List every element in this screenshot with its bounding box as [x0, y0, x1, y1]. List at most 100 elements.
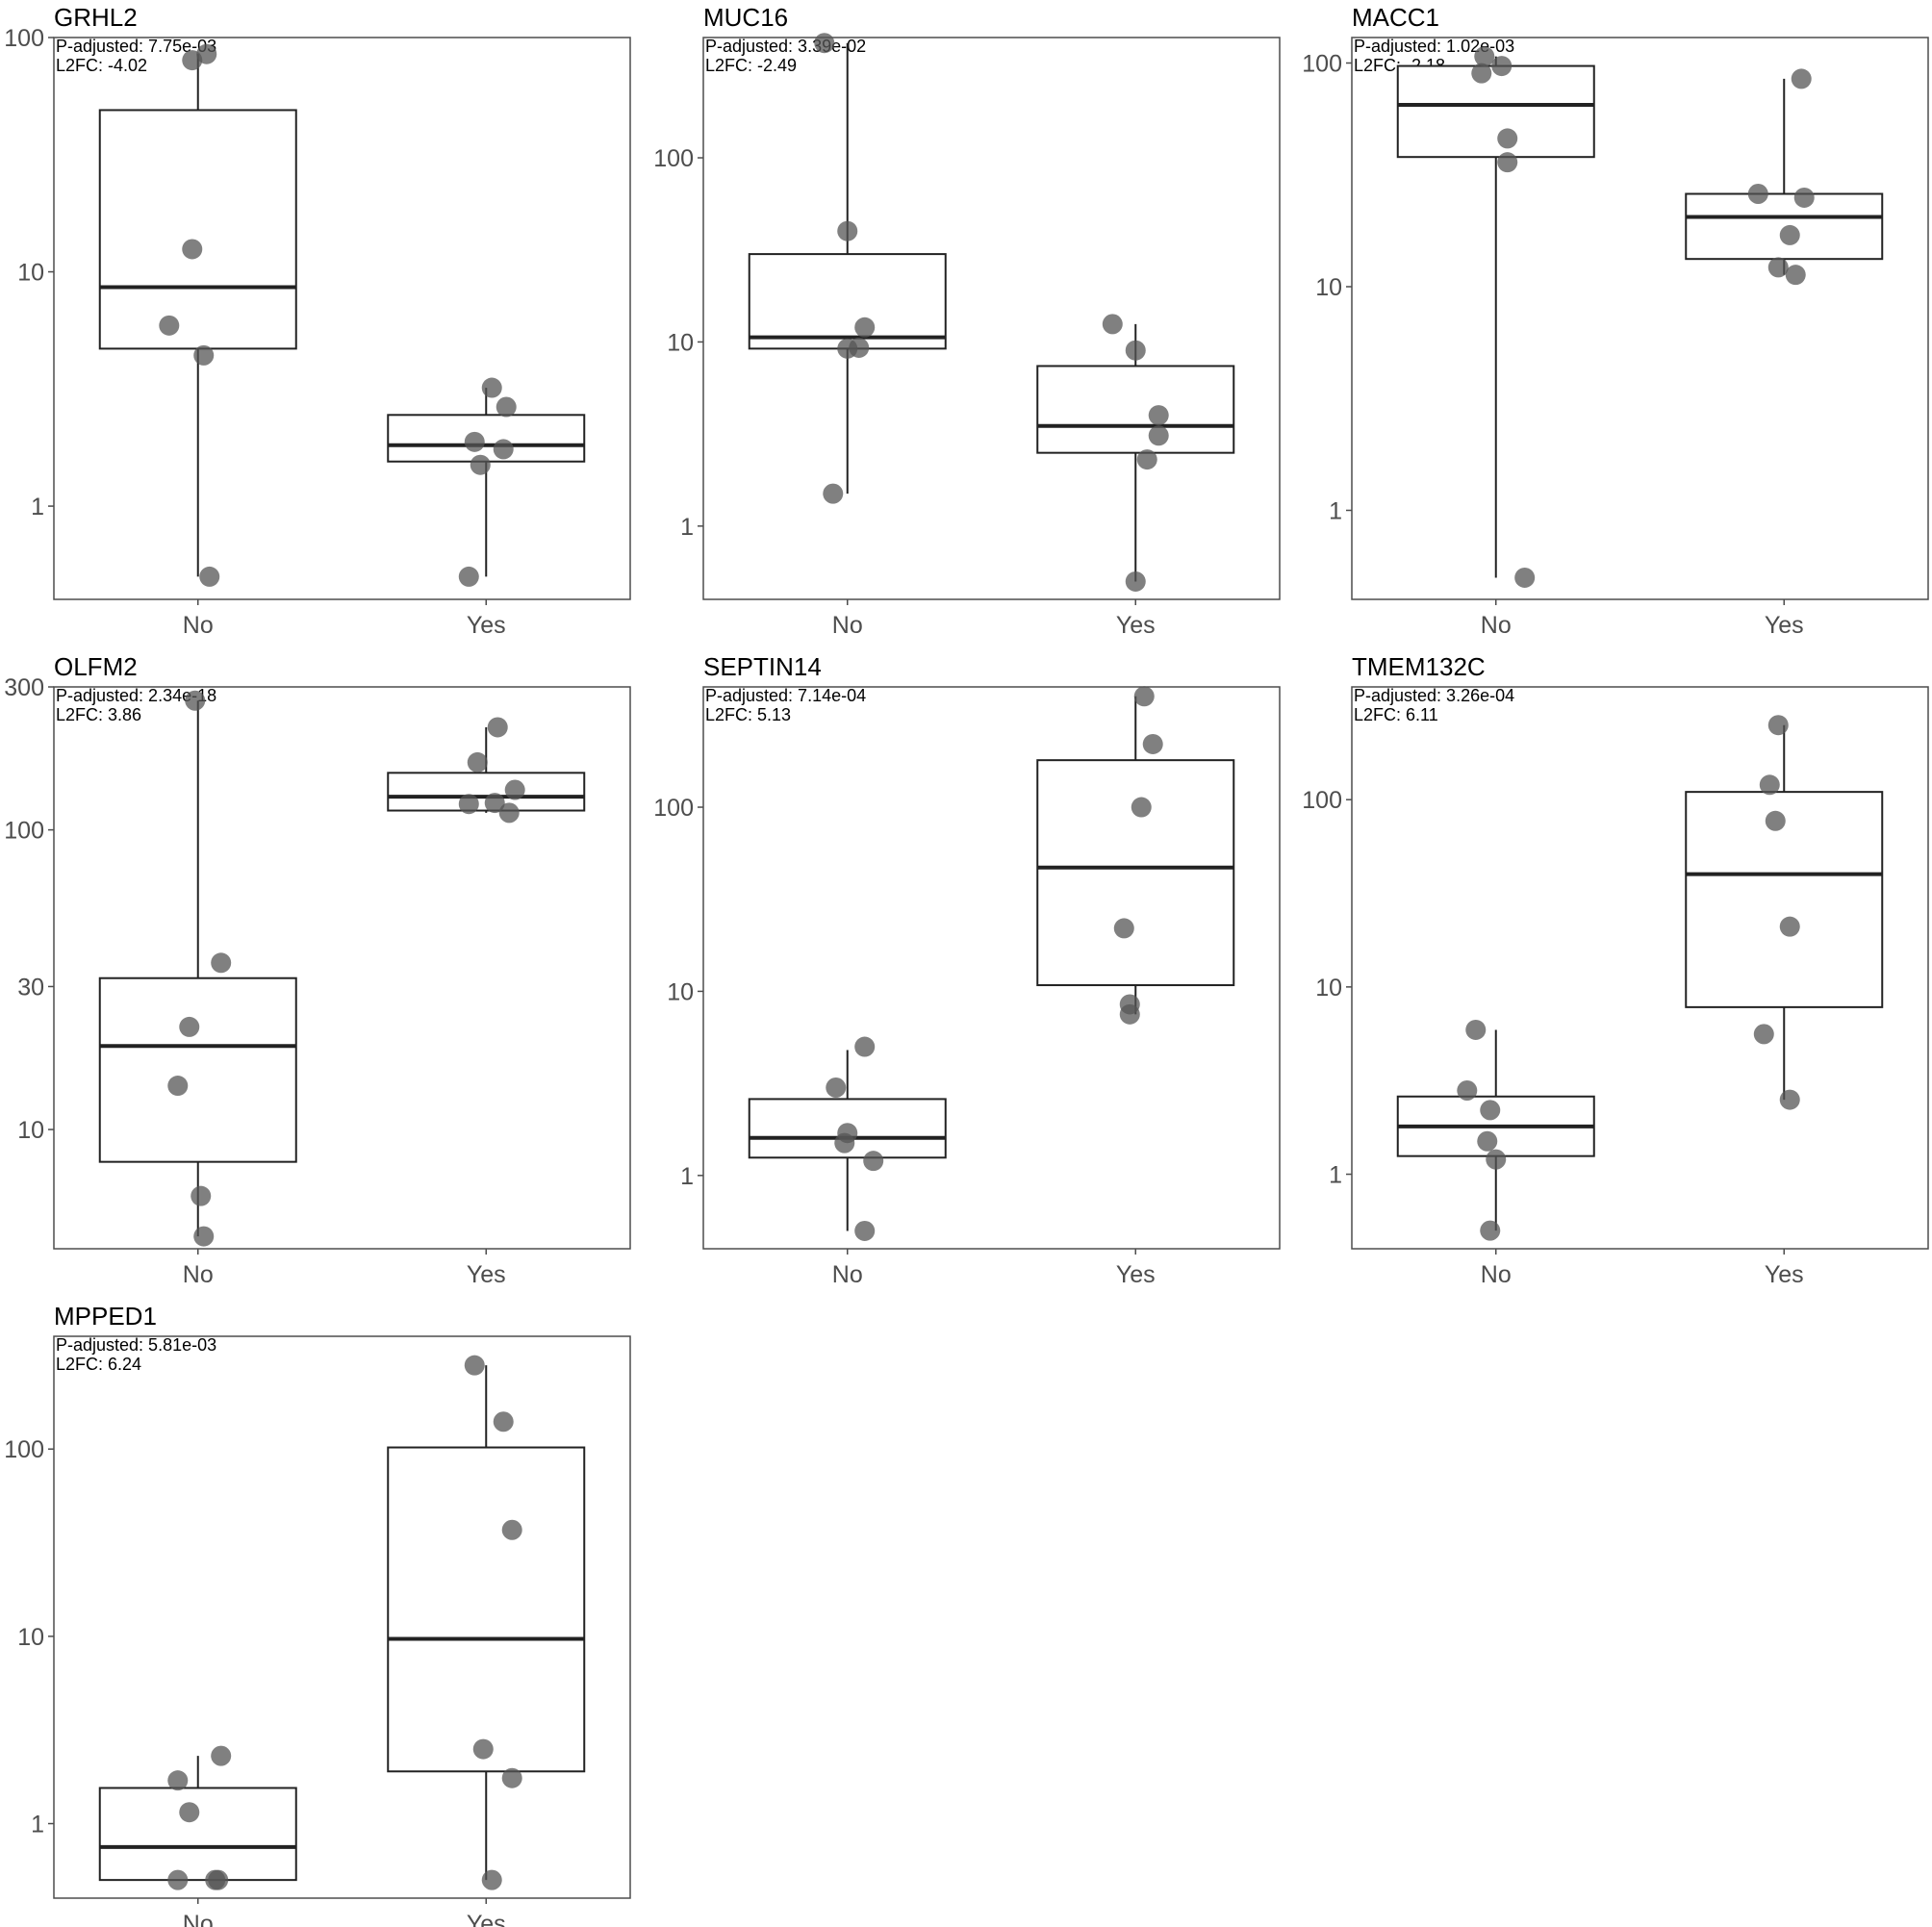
data-point — [199, 566, 220, 587]
panel-title: OLFM2 — [54, 652, 138, 681]
y-tick-label: 1 — [31, 1812, 44, 1838]
panel-frame — [53, 686, 631, 1250]
y-tick-label: 10 — [1315, 274, 1342, 301]
data-point — [854, 1036, 876, 1057]
panel-frame — [702, 686, 1281, 1250]
y-tick-label: 10 — [17, 1117, 44, 1144]
data-point — [1791, 68, 1812, 89]
y-tick-label: 100 — [1302, 787, 1342, 814]
data-point — [834, 1132, 855, 1154]
data-point — [464, 1355, 485, 1376]
panel-title: TMEM132C — [1352, 652, 1486, 681]
p-adjusted-label: P-adjusted: 5.81e-03 — [56, 1335, 216, 1355]
data-point — [458, 794, 479, 815]
data-point — [1491, 56, 1513, 77]
y-tick-label: 10 — [667, 329, 694, 356]
data-point — [1477, 1130, 1498, 1152]
y-tick-label: 10 — [667, 978, 694, 1005]
panel-title: SEPTIN14 — [703, 652, 822, 681]
data-point — [167, 1770, 189, 1791]
p-adjusted-label: P-adjusted: 1.02e-03 — [1354, 37, 1514, 56]
data-point — [493, 1411, 514, 1433]
panel-frame — [53, 1335, 631, 1899]
y-tick-label: 100 — [653, 795, 694, 822]
box-yes — [1685, 791, 1884, 1008]
data-point — [1497, 128, 1518, 149]
data-point — [481, 1869, 502, 1890]
data-point — [1119, 1003, 1140, 1025]
data-point — [211, 1745, 232, 1766]
data-point — [185, 690, 206, 711]
data-point — [1480, 1220, 1501, 1241]
data-point — [1785, 265, 1806, 286]
data-point — [472, 1738, 494, 1760]
data-point — [1497, 152, 1518, 173]
data-point — [1767, 715, 1789, 736]
data-point — [1471, 63, 1492, 84]
data-point — [167, 1869, 189, 1890]
panel-frame — [1351, 37, 1929, 600]
data-point — [1767, 257, 1789, 278]
data-point — [496, 396, 517, 418]
data-point — [493, 439, 514, 460]
box-yes — [1036, 759, 1235, 987]
p-adjusted-label: P-adjusted: 3.26e-04 — [1354, 686, 1514, 705]
data-point — [1779, 224, 1800, 245]
x-tick-label-yes: Yes — [1765, 1261, 1804, 1288]
data-point — [211, 952, 232, 974]
x-tick-label-no: No — [832, 612, 863, 639]
y-tick-label: 100 — [4, 818, 44, 845]
x-tick-label-yes: Yes — [1765, 612, 1804, 639]
data-point — [487, 717, 508, 738]
data-point — [1747, 184, 1768, 205]
data-point — [1136, 449, 1157, 470]
panel-frame — [53, 37, 631, 600]
y-tick-label: 100 — [1302, 50, 1342, 77]
data-point — [159, 315, 180, 336]
data-point — [1102, 314, 1123, 335]
data-point — [826, 1078, 847, 1099]
data-point — [501, 1767, 522, 1788]
box-no — [98, 109, 297, 350]
panel-title: GRHL2 — [54, 3, 138, 32]
data-point — [814, 33, 835, 54]
data-point — [1125, 570, 1146, 592]
data-point — [1148, 405, 1169, 426]
box-no — [748, 253, 947, 350]
data-point — [1457, 1079, 1478, 1101]
box-yes — [1036, 365, 1235, 454]
data-point — [1142, 733, 1163, 754]
y-tick-label: 1 — [680, 1163, 694, 1190]
data-point — [464, 431, 485, 452]
x-tick-label-no: No — [832, 1261, 863, 1288]
l2fc-label: L2FC: 6.24 — [56, 1355, 141, 1374]
data-point — [467, 751, 488, 773]
box-yes — [1685, 192, 1884, 261]
data-point — [1131, 797, 1152, 818]
l2fc-label: L2FC: -2.49 — [705, 56, 797, 75]
data-point — [193, 1226, 215, 1247]
data-point — [1113, 918, 1134, 939]
data-point — [196, 43, 217, 64]
box-yes — [387, 1446, 586, 1773]
data-point — [1480, 1100, 1501, 1121]
data-point — [504, 779, 525, 800]
panel-frame — [1351, 686, 1929, 1250]
panel-frame — [702, 37, 1281, 600]
l2fc-label: L2FC: 6.11 — [1354, 705, 1438, 724]
l2fc-label: L2FC: 3.86 — [56, 705, 141, 724]
box-no — [98, 976, 297, 1163]
y-tick-label: 300 — [4, 674, 44, 701]
data-point — [498, 802, 520, 824]
data-point — [1125, 340, 1146, 361]
data-point — [854, 1220, 876, 1241]
x-tick-label-yes: Yes — [1116, 1261, 1156, 1288]
data-point — [1779, 1089, 1800, 1110]
y-tick-label: 10 — [17, 260, 44, 287]
box-no — [1396, 64, 1595, 159]
data-point — [1753, 1024, 1774, 1045]
